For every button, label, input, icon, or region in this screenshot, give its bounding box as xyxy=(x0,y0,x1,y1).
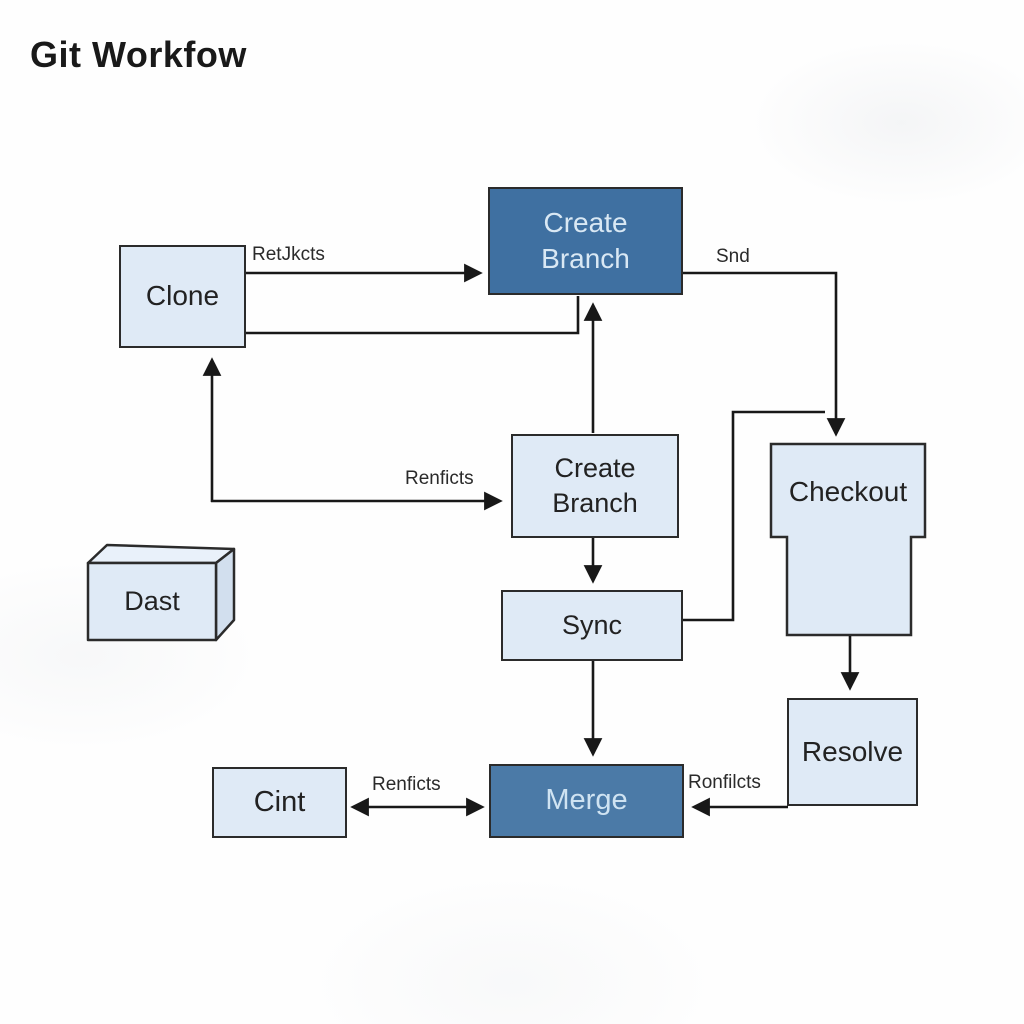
dast-node-front-face xyxy=(86,561,218,642)
node-checkout-label: Checkout xyxy=(788,476,908,507)
dast-node-side-face xyxy=(214,547,236,642)
edge-create-branch-to-clone-return xyxy=(246,296,580,335)
edge-label-ronfilcts: Ronfilcts xyxy=(688,772,761,793)
node-sync-label: Sync xyxy=(561,609,623,640)
node-create-branch-mid: Create Branch xyxy=(511,434,679,538)
edge-label-renficts-bottom: Renficts xyxy=(372,774,441,795)
node-create-branch-top: Create Branch xyxy=(488,187,683,295)
edge-label-renficts-mid: Renficts xyxy=(405,468,474,489)
edge-label-clone-to-create-branch: RetJkcts xyxy=(252,244,325,265)
node-sync: Sync xyxy=(501,590,683,661)
node-resolve: Resolve xyxy=(787,698,918,806)
node-dast-label: Dast xyxy=(124,586,180,616)
node-create-branch-top-label: Create Branch xyxy=(541,206,630,274)
checkout-node-shape xyxy=(769,442,927,637)
node-merge: Merge xyxy=(489,764,684,838)
node-clone: Clone xyxy=(119,245,246,348)
diagram-title: Git Workfow xyxy=(30,34,247,75)
edge-sync-to-checkout-loop xyxy=(683,410,825,622)
edge-label-snd: Snd xyxy=(716,246,750,267)
node-merge-label: Merge xyxy=(545,784,628,817)
dast-node-top-face xyxy=(86,543,236,565)
node-create-branch-mid-label: Create Branch xyxy=(552,452,638,518)
node-cint: Cint xyxy=(212,767,347,838)
node-clone-label: Clone xyxy=(145,280,220,312)
node-cint-label: Cint xyxy=(253,785,306,818)
node-resolve-label: Resolve xyxy=(801,735,904,767)
edge-create-branch-to-checkout xyxy=(683,271,846,437)
